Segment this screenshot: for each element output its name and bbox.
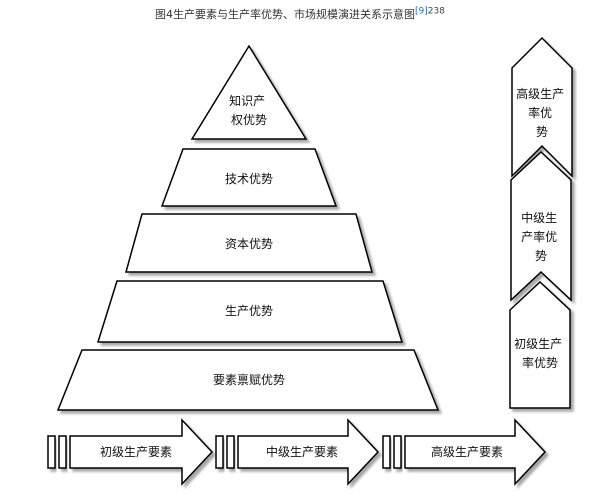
pyramid-level-technology: 技术优势: [160, 148, 338, 207]
arrow-stripe: [226, 435, 235, 469]
factor-arrow-label: 中级生产要素: [266, 444, 338, 459]
productivity-arrow-intermediate: 中级生 产率优 势: [510, 150, 572, 302]
pyramid-level-label: 知识产 权优势: [229, 94, 269, 127]
pyramid-level-label: 技术优势: [225, 172, 273, 186]
factor-arrow-label: 初级生产要素: [100, 445, 172, 459]
caption-reference[interactable]: [9]: [415, 6, 428, 17]
pyramid-level-production: 生产优势: [96, 280, 404, 343]
arrow-stripe: [58, 435, 67, 469]
arrow-stripe: [215, 435, 224, 469]
diagram-caption: 图4生产要素与生产率优势、市场规模演进关系示意图[9]238: [0, 6, 600, 22]
productivity-arrow-advanced: 高级生产 率优 势: [511, 36, 573, 178]
productivity-arrows: 高级生产 率优 势 中级生 产率优 势 初级生产 率优势: [509, 36, 573, 409]
factor-arrow-primary: 初级生产要素: [47, 418, 214, 486]
arrow-stripe: [47, 435, 56, 469]
pyramid-level-factor-endowment: 要素禀赋优势: [56, 349, 440, 411]
pyramid: 知识产 权优势 技术优势 资本优势 生产优势 要素禀赋优势: [56, 44, 440, 411]
pyramid-level-capital: 资本优势: [125, 213, 373, 273]
caption-page: 238: [427, 6, 445, 17]
pyramid-level-label: 资本优势: [225, 237, 273, 251]
pyramid-level-knowledge: 知识产 权优势: [190, 44, 308, 140]
pyramid-level-label: 生产优势: [225, 304, 273, 318]
arrow-stripe: [393, 435, 402, 469]
caption-title: 图4生产要素与生产率优势、市场规模演进关系示意图: [155, 8, 416, 21]
factor-arrow-advanced: 高级生产要素: [382, 418, 547, 486]
productivity-arrow-label: 高级生产 率优 势: [516, 86, 568, 139]
pyramid-level-label: 要素禀赋优势: [213, 372, 285, 387]
factor-arrow-intermediate: 中级生产要素: [215, 418, 380, 486]
factor-arrow-label: 高级生产要素: [431, 444, 503, 459]
productivity-arrow-label: 初级生产 率优势: [514, 337, 566, 370]
arrow-stripe: [382, 435, 391, 469]
factor-arrows: 初级生产要素 中级生产要素 高级生产要素: [47, 418, 547, 486]
productivity-arrow-primary: 初级生产 率优势: [509, 280, 571, 409]
productivity-arrow-label: 中级生 产率优 势: [521, 210, 561, 263]
